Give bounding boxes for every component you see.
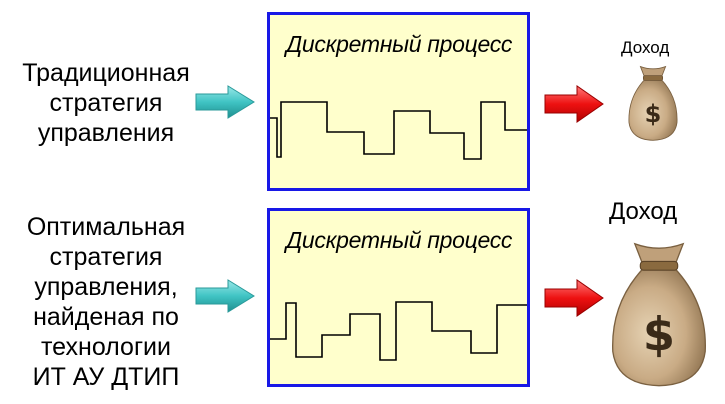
strategy-line: технологии xyxy=(40,333,171,361)
strategy-line: управления xyxy=(37,119,175,147)
teal-arrow-icon xyxy=(195,85,255,119)
process-title: Дискретный процесс xyxy=(286,31,513,57)
money-bag-icon: $ xyxy=(612,242,706,387)
strategy-label-traditional: Традиционная стратегия управления xyxy=(6,58,206,148)
strategy-line: найденая по xyxy=(33,303,179,331)
income-label-small: Доход xyxy=(621,38,670,57)
process-box-traditional: Дискретный процесс xyxy=(267,12,530,191)
svg-text:$: $ xyxy=(645,100,662,128)
income-label-large: Доход xyxy=(609,198,678,225)
teal-arrow-icon xyxy=(195,279,255,313)
strategy-line: стратегия xyxy=(49,89,163,117)
red-arrow-icon xyxy=(544,279,604,317)
discrete-signal-traditional xyxy=(270,101,527,160)
svg-text:$: $ xyxy=(643,308,675,362)
strategy-label-optimal: Оптимальная стратегия управления, найден… xyxy=(6,212,206,392)
money-bag-icon: $ xyxy=(628,65,678,141)
strategy-line: Традиционная xyxy=(22,59,190,87)
strategy-line: управления, xyxy=(34,273,178,301)
process-title: Дискретный процесс xyxy=(286,227,513,253)
red-arrow-icon xyxy=(544,85,604,123)
strategy-line: Оптимальная xyxy=(26,213,186,241)
strategy-line: стратегия xyxy=(49,243,163,271)
discrete-signal-optimal xyxy=(270,301,527,361)
strategy-line: ИТ АУ ДТИП xyxy=(32,363,180,391)
process-box-optimal: Дискретный процесс xyxy=(267,208,530,387)
